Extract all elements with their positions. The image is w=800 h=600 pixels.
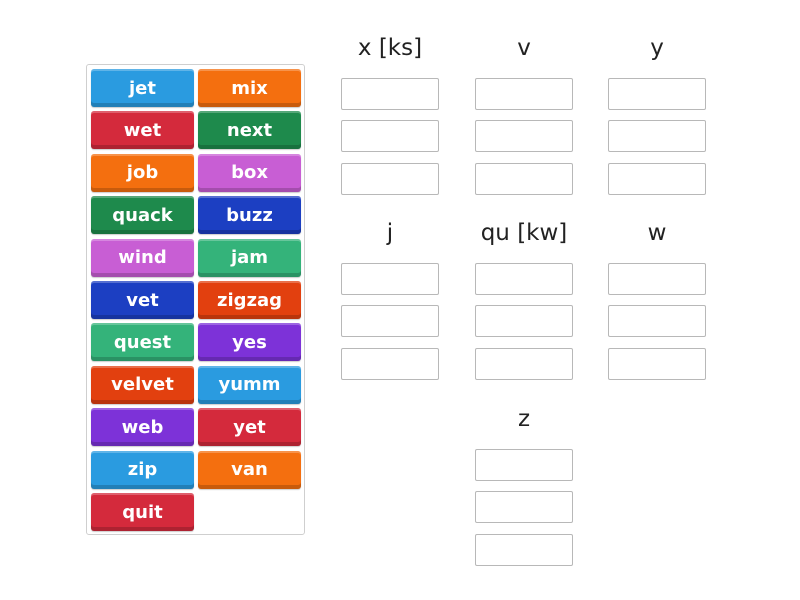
word-tile-quest[interactable]: quest xyxy=(91,323,194,362)
drop-slot-group-6-2[interactable] xyxy=(608,305,706,338)
drop-slot-group-5-3[interactable] xyxy=(475,347,573,380)
word-tile-mix[interactable]: mix xyxy=(198,69,301,107)
word-tile-zip[interactable]: zip xyxy=(91,450,194,489)
drop-slot-group-4-2[interactable] xyxy=(341,305,439,338)
group-heading-6: w xyxy=(647,220,667,246)
drop-slot-group-7-2[interactable] xyxy=(475,491,573,524)
group-heading-4: j xyxy=(386,220,394,246)
drop-slot-group-6-3[interactable] xyxy=(608,347,706,380)
group-heading-1: x [ks] xyxy=(357,35,423,61)
word-tile-zigzag[interactable]: zigzag xyxy=(198,281,301,319)
drop-slot-group-1-1[interactable] xyxy=(341,78,439,110)
word-tile-yes[interactable]: yes xyxy=(198,323,301,362)
group-heading-5: qu [kw] xyxy=(480,220,568,246)
drop-slot-group-6-1[interactable] xyxy=(608,263,706,295)
word-tile-jam[interactable]: jam xyxy=(198,238,301,277)
drop-slot-group-7-3[interactable] xyxy=(475,533,573,566)
drop-slot-group-3-1[interactable] xyxy=(608,78,706,110)
drop-slot-group-5-1[interactable] xyxy=(475,263,573,295)
word-tile-quit[interactable]: quit xyxy=(91,493,194,531)
word-tile-yet[interactable]: yet xyxy=(198,408,301,447)
word-tile-velvet[interactable]: velvet xyxy=(91,365,194,404)
drop-slot-group-1-2[interactable] xyxy=(341,120,439,153)
drop-slot-group-4-1[interactable] xyxy=(341,263,439,295)
drop-slot-group-3-3[interactable] xyxy=(608,162,706,195)
drop-slot-group-2-3[interactable] xyxy=(475,162,573,195)
word-tile-van[interactable]: van xyxy=(198,450,301,489)
group-heading-3: y xyxy=(650,35,664,61)
word-tile-wet[interactable]: wet xyxy=(91,111,194,150)
word-tile-wind[interactable]: wind xyxy=(91,238,194,277)
word-tile-box[interactable]: box xyxy=(198,153,301,192)
drop-slot-group-1-3[interactable] xyxy=(341,162,439,195)
drop-slot-group-5-2[interactable] xyxy=(475,305,573,338)
drop-slot-group-4-3[interactable] xyxy=(341,347,439,380)
word-tile-vet[interactable]: vet xyxy=(91,281,194,319)
word-tile-buzz[interactable]: buzz xyxy=(198,196,301,235)
drop-slot-group-3-2[interactable] xyxy=(608,120,706,153)
word-tile-jet[interactable]: jet xyxy=(91,69,194,107)
word-tile-yumm[interactable]: yumm xyxy=(198,365,301,404)
drop-slot-group-2-1[interactable] xyxy=(475,78,573,110)
group-heading-2: v xyxy=(517,35,531,61)
word-tile-next[interactable]: next xyxy=(198,111,301,150)
drop-slot-group-2-2[interactable] xyxy=(475,120,573,153)
drop-slot-group-7-1[interactable] xyxy=(475,449,573,481)
word-tile-web[interactable]: web xyxy=(91,408,194,447)
group-heading-7: z xyxy=(517,406,531,432)
word-tile-job[interactable]: job xyxy=(91,153,194,192)
word-tile-quack[interactable]: quack xyxy=(91,196,194,235)
